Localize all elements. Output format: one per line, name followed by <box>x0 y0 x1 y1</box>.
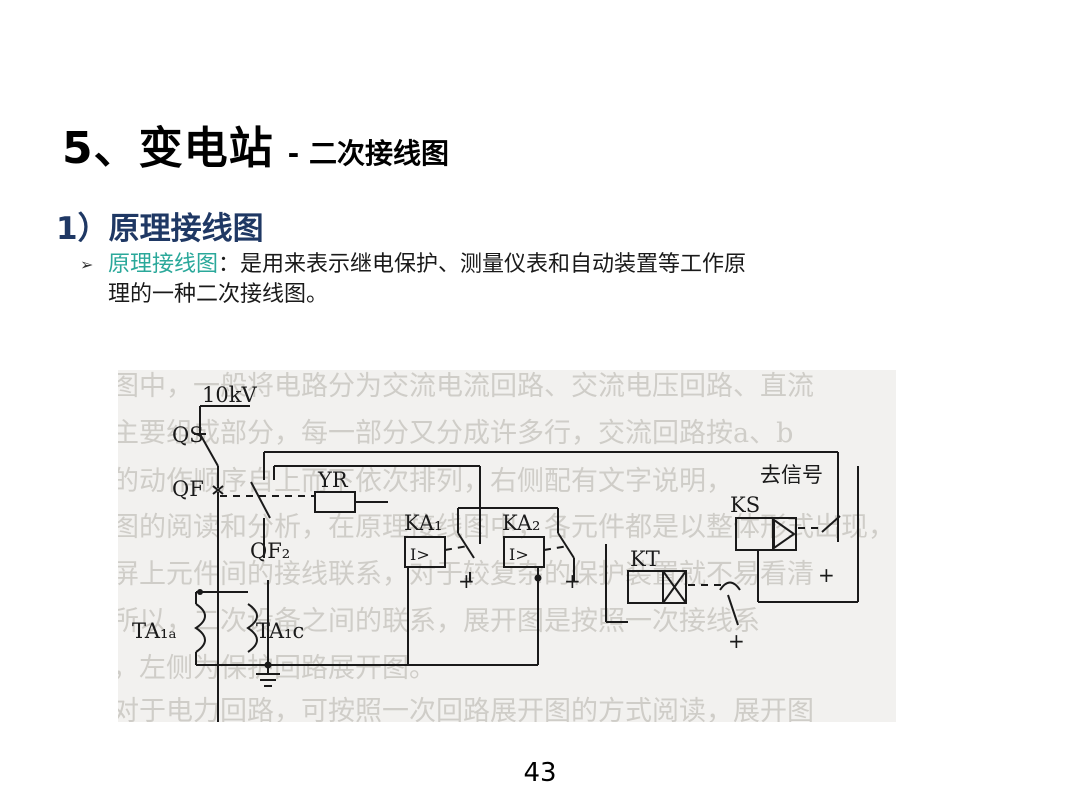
slide-title: 5、变电站 - 二次接线图 <box>62 112 449 176</box>
ka2-symbol: I> <box>509 545 529 564</box>
kt-relay <box>627 570 687 604</box>
ka2-label: KA₂ <box>502 511 540 535</box>
bullet-line-1: 原理接线图：是用来表示继电保护、测量仪表和自动装置等工作原 <box>108 250 920 280</box>
ks-relay <box>735 517 797 551</box>
section-heading: 1）原理接线图 <box>56 211 264 247</box>
ka1-contact <box>457 532 475 559</box>
bg-text-line: 图中，一般将电路分为交流电流回路、交流电压回路、直流 <box>118 371 814 402</box>
ks-contact <box>821 515 841 533</box>
plus-marker: + <box>458 569 475 593</box>
junction-dot <box>264 661 272 669</box>
bullet-text-1: ：是用来表示继电保护、测量仪表和自动装置等工作原 <box>218 252 747 277</box>
junction-dot <box>534 574 542 582</box>
kt-delay-arc <box>719 581 741 591</box>
qs-label: QS <box>172 423 204 447</box>
wiring-diagram: 图中，一般将电路分为交流电流回路、交流电压回路、直流 主要组成部分，每一部分又分… <box>118 370 896 722</box>
ka2-relay <box>503 536 545 568</box>
ta1a-label: TA₁ₐ <box>132 619 177 643</box>
qf2-blade <box>250 481 271 519</box>
bg-text-line: 的动作顺序自上而下依次排列，右侧配有文字说明， <box>118 466 733 497</box>
ka1-label: KA₁ <box>404 511 442 535</box>
slide-title-sub: - 二次接线图 <box>287 137 449 170</box>
bullet-arrow-icon: ➢ <box>80 255 94 274</box>
ka2-link-dashed <box>543 545 569 551</box>
ka2-contact <box>557 532 575 559</box>
bg-text-line: 主要组成部分，每一部分又分成许多行，交流回路按a、b <box>118 418 793 449</box>
kt-cross <box>662 570 687 604</box>
ka1-relay <box>404 536 446 568</box>
bullet-term: 原理接线图 <box>108 252 219 277</box>
ta1c-label: TA₁c <box>256 619 304 643</box>
diagram-background-text: 图中，一般将电路分为交流电流回路、交流电压回路、直流 主要组成部分，每一部分又分… <box>118 371 895 722</box>
ka1-symbol: I> <box>410 545 430 564</box>
signal-label: 去信号 <box>760 463 823 487</box>
plus-marker: + <box>818 563 835 587</box>
qf2-label: QF₂ <box>250 539 290 563</box>
qf-cross <box>212 485 224 495</box>
bg-text-line: ，左侧为保护回路展开图。 <box>118 653 436 684</box>
yr-label: YR <box>317 468 349 492</box>
kt-label: KT <box>630 547 660 571</box>
ta1c-coil <box>246 603 258 653</box>
wiring-diagram-svg: 图中，一般将电路分为交流电流回路、交流电压回路、直流 主要组成部分，每一部分又分… <box>118 371 895 722</box>
bg-text-line: 屏上元件间的接线联系，对于较复杂的保护装置就不易看清 <box>118 559 814 590</box>
bg-text-line: 所以，二次设备之间的联系，展开图是按照一次接线系 <box>118 606 760 637</box>
bg-text-line: 对于电力回路，可按照一次回路展开图的方式阅读，展开图 <box>118 696 814 722</box>
voltage-label: 10kV <box>202 383 257 407</box>
bullet-item: ➢ 原理接线图：是用来表示继电保护、测量仪表和自动装置等工作原 理的一种二次接线… <box>80 250 920 310</box>
page-number: 43 <box>523 758 557 788</box>
plus-marker: + <box>728 629 745 653</box>
qs-blade <box>199 433 219 467</box>
qf-label: QF <box>172 477 204 501</box>
plus-marker: + <box>564 569 581 593</box>
junction-dot <box>197 589 203 595</box>
ks-flag <box>773 518 796 550</box>
ka1-link-dashed <box>444 545 469 551</box>
bullet-line-2: 理的一种二次接线图。 <box>108 282 329 307</box>
slide-title-main: 5、变电站 <box>62 123 274 174</box>
kt-contact <box>727 594 739 626</box>
ks-label: KS <box>730 493 760 517</box>
ta1a-coil <box>194 603 206 653</box>
